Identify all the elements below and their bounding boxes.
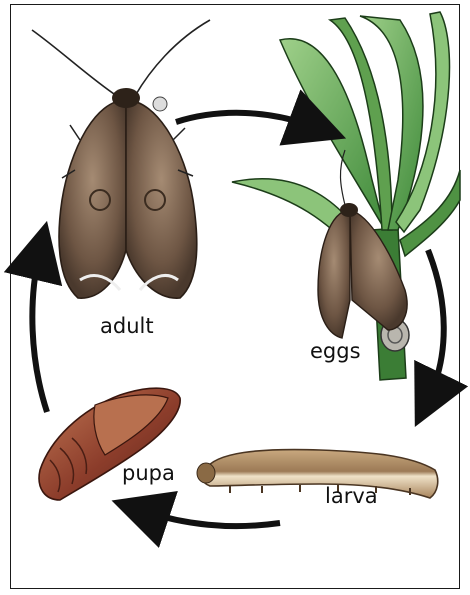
arrow-larva-to-pupa	[140, 510, 280, 526]
label-pupa: pupa	[122, 461, 175, 485]
corn-plant	[232, 12, 460, 380]
larva-caterpillar	[197, 450, 438, 498]
arrow-eggs-to-larva	[428, 250, 444, 400]
label-larva: larva	[325, 484, 378, 508]
arrow-pupa-to-adult	[32, 250, 47, 412]
arrow-adult-to-eggs	[176, 113, 318, 128]
label-eggs: eggs	[310, 339, 361, 363]
adult-moth	[32, 20, 210, 298]
label-adult: adult	[100, 314, 154, 338]
